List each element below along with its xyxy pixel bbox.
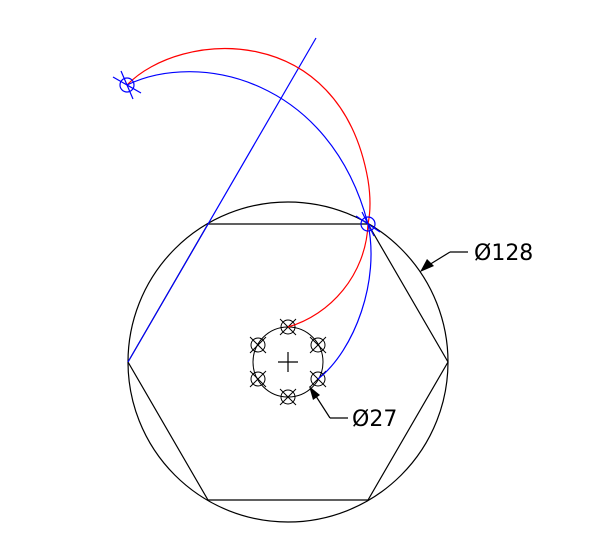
dimension-outer-label: Ø128 [474,241,533,266]
red-arc-inner [287,223,369,328]
center-mark [278,352,298,372]
bolt-hole [309,336,327,354]
red-arc-outer [126,48,371,225]
bolt-hole [249,370,267,388]
blue-arc-inner [317,223,372,380]
bolt-holes [249,318,327,406]
blue-marker-start [112,70,142,100]
dimension-inner: Ø27 [309,386,397,432]
blue-arc-outer [126,71,369,225]
bolt-hole [279,388,297,406]
blue-construction-line [127,37,317,363]
dimension-outer: Ø128 [420,241,533,272]
dimension-inner-label: Ø27 [352,407,397,432]
blue-marker-vertex [355,211,381,237]
bolt-hole [249,336,267,354]
